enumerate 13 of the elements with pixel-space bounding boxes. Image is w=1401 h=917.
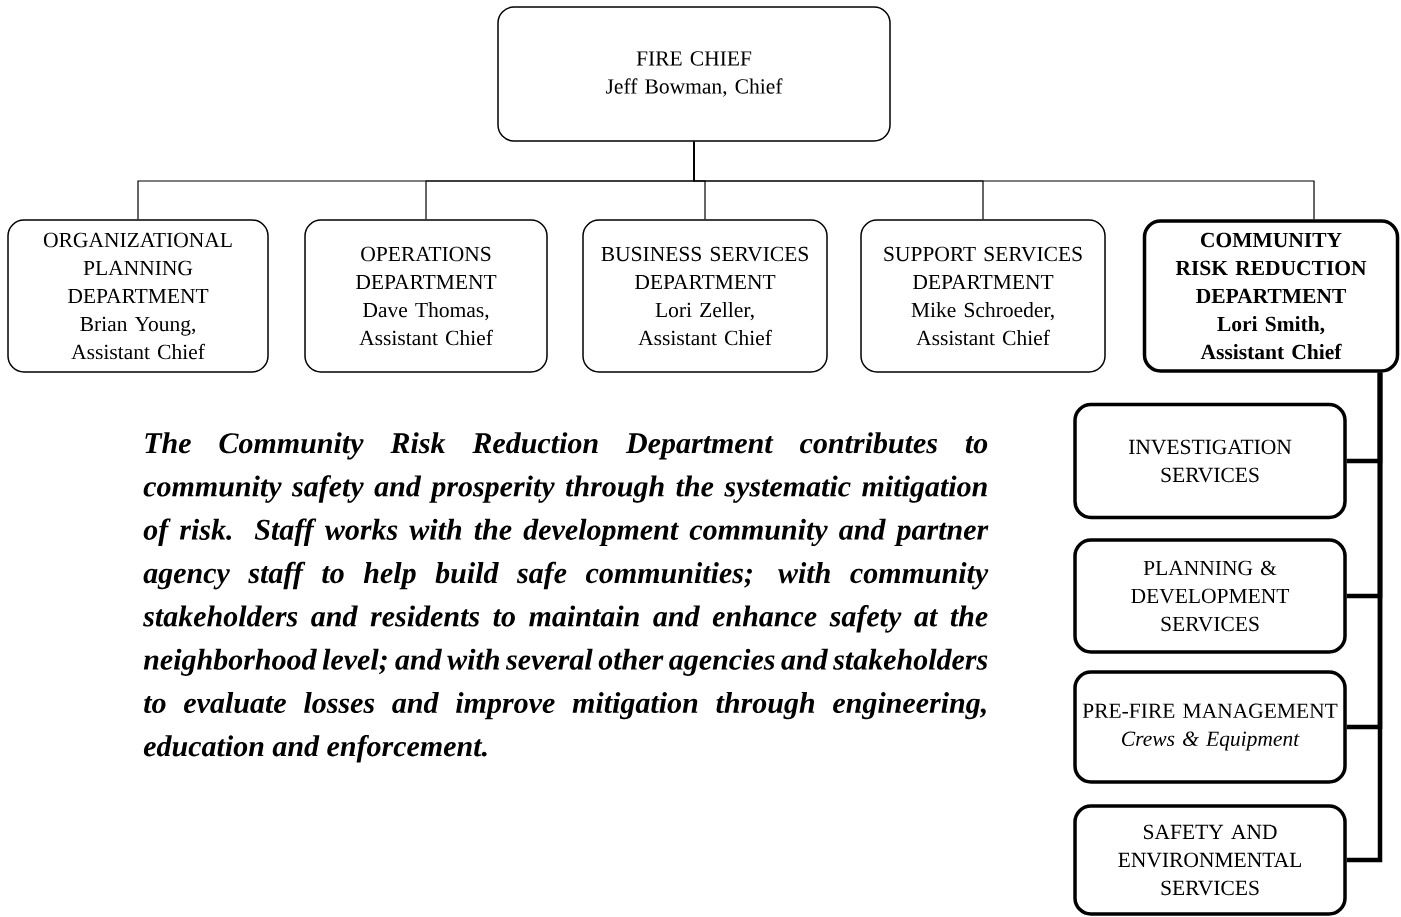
department-box: COMMUNITY RISK REDUCTION DEPARTMENT Lori Smith, Assistant Chief	[1142, 219, 1400, 373]
chief-box: FIRE CHIEF Jeff Bowman, Chief	[497, 6, 891, 142]
service-box: PLANNING & DEVELOPMENT SERVICES	[1073, 538, 1347, 654]
service-box: SAFETY AND ENVIRONMENTAL SERVICES	[1073, 804, 1347, 916]
description-paragraph: The Community Risk Reduction Department contributes to community safety and prosperity through the systematic mitigation of risk. Staff works with the development community and partner agency staff to help build safe communities; with community stakeholders and residents to maintain and enhance safety at the neighborhood level; and with several other agencies and stakeholders to evaluate losses and improve mitigation through engineering, education and enforcement.	[143, 432, 989, 763]
connector-line	[1346, 372, 1383, 863]
department-box: SUPPORT SERVICES DEPARTMENT Mike Schroeder, Assistant Chief	[860, 219, 1106, 373]
service-box: PRE-FIRE MANAGEMENT Crews & Equipment	[1073, 670, 1347, 784]
department-box: BUSINESS SERVICES DEPARTMENT Lori Zeller, Assistant Chief	[582, 219, 828, 373]
service-box: INVESTIGATION SERVICES	[1073, 402, 1347, 520]
department-box: ORGANIZATIONAL PLANNING DEPARTMENT Brian Young, Assistant Chief	[7, 219, 269, 373]
connector-line	[693, 141, 1315, 220]
department-box: OPERATIONS DEPARTMENT Dave Thomas, Assistant Chief	[304, 219, 548, 373]
